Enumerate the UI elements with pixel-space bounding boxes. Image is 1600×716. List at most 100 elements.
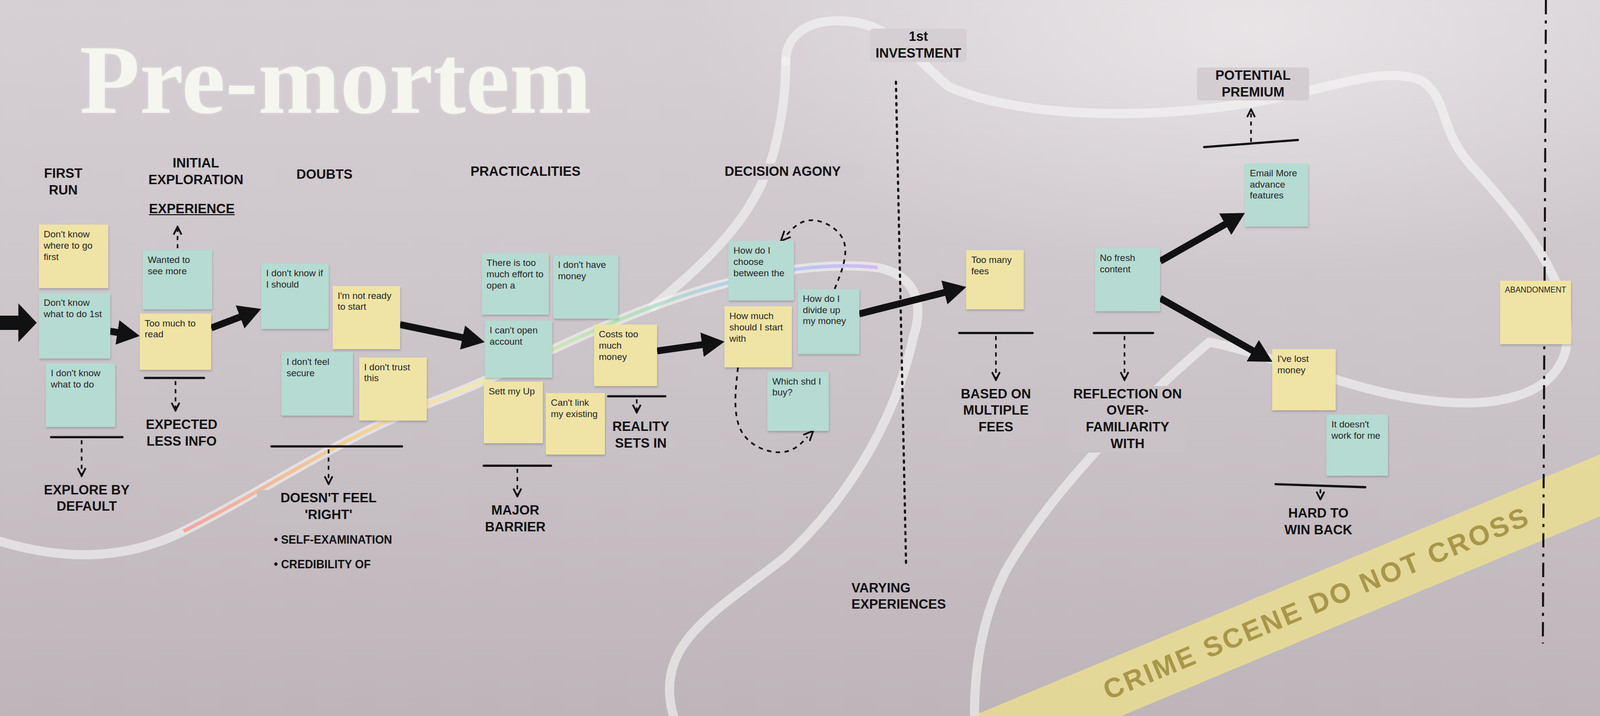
note-text: Too much to read [144, 317, 207, 341]
sticky-note: No fresh content [1095, 248, 1161, 312]
label-text: VARYING EXPERIENCES [851, 579, 961, 614]
flow-arrow [657, 344, 704, 351]
annotation: EXPECTED LESS INFO [140, 416, 223, 450]
label-text: EXPLORE BY DEFAULT [38, 481, 136, 516]
label-text: PRACTICALITIES [456, 163, 595, 181]
stage-heading: DECISION AGONY [700, 163, 865, 181]
note-text: I can't open account [489, 324, 548, 348]
note-text: ABANDONMENT [1505, 284, 1567, 295]
note-text: I've lost money [1277, 353, 1331, 377]
sticky-note: Costs too much money [594, 324, 658, 386]
grouping-bar [608, 395, 666, 398]
stage-heading: PRACTICALITIES [454, 163, 597, 181]
sticky-note: Which shd I buy? [767, 371, 829, 431]
note-text: It doesn't work for me [1331, 418, 1383, 442]
annotation: HARD TO WIN BACK [1272, 504, 1365, 539]
label-text: HARD TO WIN BACK [1274, 504, 1362, 539]
annotation: REFLECTION ON OVER-FAMILIARITY WITH [1070, 385, 1185, 453]
leader-arrow [995, 335, 997, 380]
leader-arrow [1250, 109, 1252, 142]
stage-heading: EXPERIENCE [140, 200, 243, 218]
label-text: REALITY SETS IN [608, 418, 674, 452]
grouping-bar [51, 435, 123, 439]
leader-arrow [327, 449, 330, 485]
flow-arrow [400, 324, 465, 338]
note-text: How do I divide up my money [802, 293, 854, 327]
sticky-note: ABANDONMENT [1500, 280, 1571, 345]
note-text: There is too much effort to open a [486, 257, 545, 291]
flow-arrow [859, 291, 947, 314]
note-text: Email More advance features [1249, 167, 1304, 202]
note-text: How do I choose between the [733, 245, 789, 279]
note-text: Don't know what to do 1st [43, 297, 106, 320]
sticky-note: Email More advance features [1244, 163, 1309, 227]
leader-arrow [176, 226, 179, 249]
label-text: POTENTIAL PREMIUM [1199, 67, 1307, 101]
sticky-note: Don't know what to do 1st [38, 292, 111, 359]
leader-arrow [174, 380, 177, 411]
leader-arrow [80, 439, 83, 476]
note-text: Sett my Up [488, 385, 538, 398]
flow-arrow [1160, 222, 1227, 261]
stage-heading: DOUBTS [273, 166, 376, 184]
note-text: Too many fees [971, 254, 1019, 278]
stage-heading: POTENTIAL PREMIUM [1196, 67, 1310, 101]
flow-arrow [211, 315, 242, 328]
sticky-note: I don't know if I should [261, 263, 329, 329]
note-text: How much should I start with [729, 310, 787, 345]
sticky-note: Sett my Up [483, 381, 543, 443]
sticky-note: Too many fees [966, 250, 1024, 310]
label-text: DOESN'T FEEL 'RIGHT' [259, 489, 398, 524]
note-text: Wanted to see more [147, 254, 208, 278]
label-text: DOUBTS [276, 166, 374, 184]
chalk-outline [785, 20, 1568, 716]
sticky-note: There is too much effort to open a [481, 252, 550, 314]
title: Pre-mortem [79, 30, 592, 129]
stage-heading: FIRST RUN [32, 165, 94, 199]
annotation: • SELF-EXAMINATION [271, 532, 445, 547]
annotation: DOESN'T FEEL 'RIGHT' [256, 489, 400, 524]
grouping-bar [959, 331, 1033, 335]
label-text: • CREDIBILITY OF [274, 557, 443, 572]
note-text: Can't link my existing [550, 397, 600, 420]
sticky-note: It doesn't work for me [1326, 414, 1388, 476]
loop-arrow [786, 219, 846, 289]
note-text: I don't trust this [364, 361, 422, 385]
label-text: MAJOR BARRIER [471, 501, 560, 536]
note-text: No fresh content [1099, 252, 1156, 276]
note-text: Costs too much money [598, 328, 653, 363]
sticky-note: I'm not ready to start [332, 285, 401, 350]
sticky-note: I don't trust this [359, 357, 427, 421]
sticky-note: I can't open account [484, 320, 553, 378]
label-text: BASED ON MULTIPLE FEES [949, 385, 1042, 436]
note-text: Which shd I buy? [772, 376, 824, 399]
note-text: I'm not ready to start [337, 290, 396, 314]
label-text: REFLECTION ON OVER-FAMILIARITY WITH [1072, 385, 1183, 453]
flow-arrow [1160, 298, 1255, 352]
sticky-note: How do I choose between the [728, 240, 794, 300]
label-text: DECISION AGONY [703, 163, 862, 181]
sticky-note: I've lost money [1272, 348, 1336, 410]
grouping-bar [1275, 483, 1366, 487]
entry-arrow [0, 303, 37, 343]
leader-arrow [635, 399, 638, 413]
label-text: • SELF-EXAMINATION [274, 532, 443, 547]
leader-arrow [1123, 335, 1126, 380]
stage-heading: 1st INVESTMENT [870, 28, 968, 63]
grouping-bar [144, 376, 204, 379]
label-text: 1st INVESTMENT [872, 28, 965, 63]
sticky-note: Can't link my existing [545, 392, 605, 454]
annotation: VARYING EXPERIENCES [848, 579, 964, 614]
note-text: I don't have money [558, 259, 614, 283]
chalk-outline [0, 265, 918, 716]
sticky-note: Wanted to see more [142, 250, 213, 310]
sticky-note: I don't feel secure [281, 351, 353, 416]
flow-arrow [110, 331, 120, 333]
note-text: I don't know what to do [50, 367, 111, 391]
stage-heading: INITIAL EXPLORATION [144, 155, 247, 189]
leader-arrow [1319, 489, 1321, 500]
milestone-line [895, 81, 907, 567]
note-text: I don't feel secure [286, 356, 348, 379]
note-text: I don't know if I should [266, 267, 324, 291]
label-text: EXPECTED LESS INFO [143, 416, 220, 450]
